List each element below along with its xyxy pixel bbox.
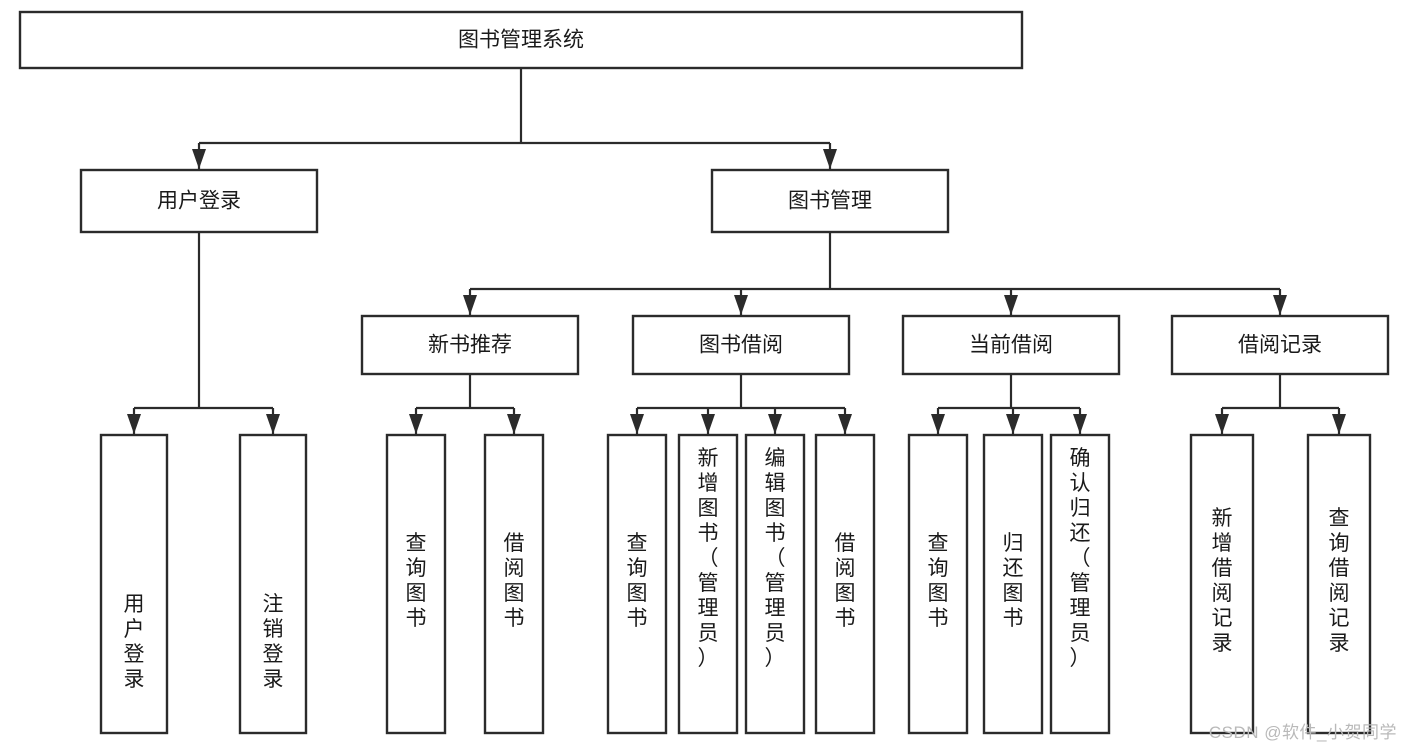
node-label: 当前借阅 [969,334,1053,357]
arrow-head [838,414,852,434]
node-leaf-add-book[interactable]: 新增图书（管理员） [677,433,739,735]
node-label: 借阅图书 [835,532,856,630]
arrow-head [768,414,782,434]
arrow-head [266,414,280,434]
node-label: 借阅记录 [1238,334,1322,357]
node-book-borrow[interactable]: 图书借阅 [631,314,851,376]
node-label: 新增借阅记录 [1212,507,1233,655]
node-label: 注销登录 [263,593,284,691]
arrow-head [823,149,837,169]
arrow-head [1006,414,1020,434]
node-leaf-user-logout[interactable]: 注销登录 [238,433,308,735]
arrow-head [1073,414,1087,434]
node-leaf-confirm-return[interactable]: 确认归还（管理员） [1049,433,1111,735]
node-label: 新增图书（管理员） [698,447,719,670]
node-book-manage[interactable]: 图书管理 [710,168,950,234]
node-label: 借阅图书 [504,532,525,630]
arrow-head [630,414,644,434]
node-user-login[interactable]: 用户登录 [79,168,319,234]
node-leaf-add-record[interactable]: 新增借阅记录 [1189,433,1255,735]
node-label: 查询图书 [627,532,648,630]
node-current-borrow[interactable]: 当前借阅 [901,314,1121,376]
edge-group-book-manage [463,232,1287,315]
node-borrow-record[interactable]: 借阅记录 [1170,314,1390,376]
node-leaf-borrow-book-rec[interactable]: 借阅图书 [483,433,545,735]
arrow-head [463,295,477,315]
node-label: 用户登录 [157,190,241,213]
node-label: 确认归还（管理员） [1070,447,1091,670]
node-label: 新书推荐 [428,334,512,357]
node-label: 归还图书 [1003,532,1024,630]
arrow-head [409,414,423,434]
arrow-head [931,414,945,434]
node-leaf-return-book[interactable]: 归还图书 [982,433,1044,735]
node-label: 查询图书 [928,532,949,630]
node-layer: 图书管理系统用户登录图书管理新书推荐图书借阅当前借阅借阅记录用户登录注销登录查询… [18,10,1390,735]
node-new-book-recommend[interactable]: 新书推荐 [360,314,580,376]
node-label: 图书管理 [788,190,872,213]
arrow-head [507,414,521,434]
node-label: 图书管理系统 [458,29,584,52]
node-leaf-query-book-rec[interactable]: 查询图书 [385,433,447,735]
edge-group-new-book-recommend [409,374,521,434]
node-leaf-query-record[interactable]: 查询借阅记录 [1306,433,1372,735]
node-label: 编辑图书（管理员） [765,447,786,670]
arrow-head [1004,295,1018,315]
node-leaf-borrow-book[interactable]: 借阅图书 [814,433,876,735]
node-label: 查询借阅记录 [1329,507,1350,655]
arrow-head [127,414,141,434]
arrow-head [734,295,748,315]
node-leaf-query-book-cur[interactable]: 查询图书 [907,433,969,735]
arrow-head [701,414,715,434]
node-label: 查询图书 [406,532,427,630]
node-root[interactable]: 图书管理系统 [18,10,1024,70]
node-leaf-edit-book[interactable]: 编辑图书（管理员） [744,433,806,735]
node-leaf-query-book-borrow[interactable]: 查询图书 [606,433,668,735]
arrow-head [1332,414,1346,434]
edge-group-borrow-record [1215,374,1346,434]
node-label: 用户登录 [124,593,145,691]
node-leaf-user-login[interactable]: 用户登录 [99,433,169,735]
arrow-head [1273,295,1287,315]
arrow-head [1215,414,1229,434]
connector-layer [127,68,1346,434]
edge-group-root [192,68,837,169]
edge-group-current-borrow [931,374,1087,434]
node-label: 图书借阅 [699,334,783,357]
arrow-head [192,149,206,169]
edge-group-book-borrow [630,374,852,434]
edge-group-user-login [127,232,280,434]
